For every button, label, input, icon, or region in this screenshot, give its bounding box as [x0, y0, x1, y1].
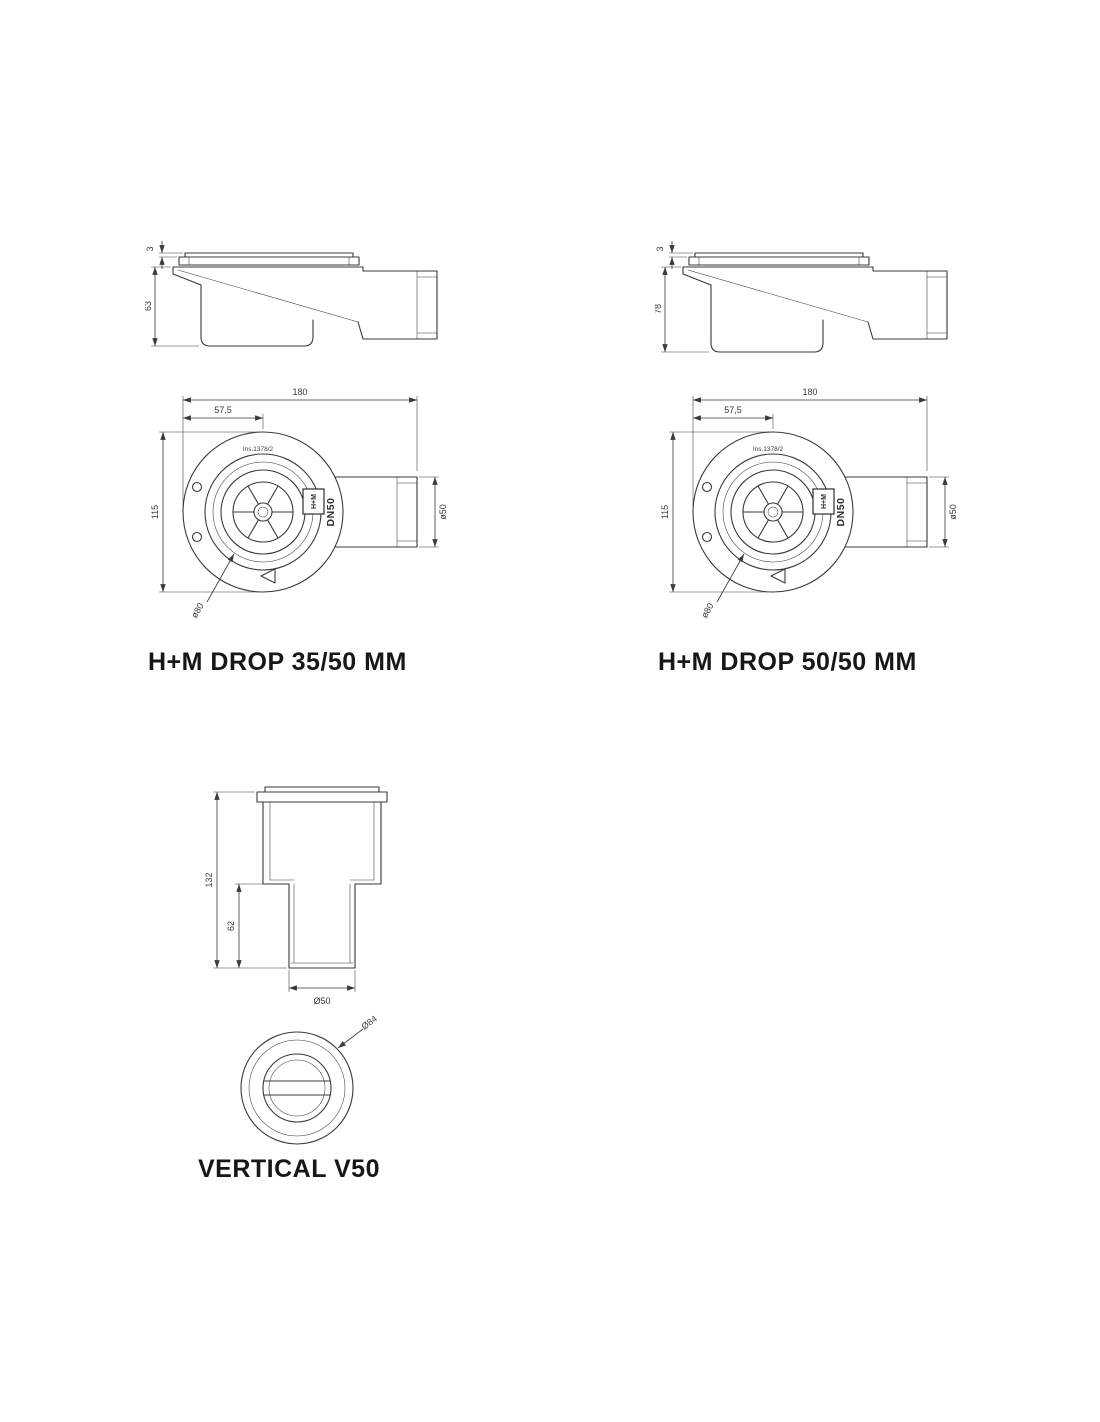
spec-dn-label: DN50 — [835, 498, 847, 527]
side-dimensions: 132 62 Ø50 — [204, 791, 356, 1006]
dim-drain-offset: 57,5 — [724, 405, 742, 415]
product-title: VERTICAL V50 — [198, 1155, 380, 1183]
dim-outlet-diameter: ø50 — [948, 504, 958, 520]
drop-50-50-side-view-drawing: 3 78 — [655, 241, 948, 353]
dim-overall-width: 180 — [802, 387, 817, 397]
dim-flange-thickness: 3 — [655, 246, 665, 251]
drop-50-50-top-view-drawing: 180 57,5 115 ø50 ø80 Ins.1378/2 H+M DN50 — [660, 387, 958, 620]
cast-inscription: Ins.1378/2 — [243, 446, 274, 453]
drain-top-profile — [692, 431, 928, 593]
material-triangle-symbol — [260, 568, 276, 584]
dim-body-height: 115 — [660, 505, 670, 519]
vertical-drain-profile — [256, 786, 388, 969]
top-dimensions: 180 57,5 115 ø50 ø80 — [660, 387, 958, 620]
dim-body-height: 115 — [150, 505, 160, 519]
screw-hole — [701, 531, 713, 543]
top-dimensions: 180 57,5 115 ø50 ø80 — [150, 387, 448, 620]
drain-side-profile — [172, 252, 438, 347]
dim-drain-offset: 57,5 — [214, 405, 232, 415]
drain-side-profile — [682, 252, 948, 353]
screw-hole — [191, 531, 203, 543]
grate-spokes — [232, 485, 294, 539]
dim-flange-diameter: ø80 — [699, 601, 715, 619]
vertical-drain-top-profile — [240, 1031, 354, 1145]
screw-hole — [701, 481, 713, 493]
dim-body-height: 63 — [145, 301, 153, 311]
dim-pipe-diameter: Ø50 — [313, 996, 330, 1006]
dim-pipe-length: 62 — [226, 921, 236, 931]
dim-flange-diameter: Ø84 — [359, 1013, 379, 1031]
grate-spokes — [742, 485, 804, 539]
material-triangle-symbol — [770, 568, 786, 584]
vertical-v50-side-view-drawing: 132 62 Ø50 — [204, 786, 388, 1006]
cast-markings: Ins.1378/2 H+M DN50 — [753, 446, 847, 526]
drop-35-50-top-view-drawing: 180 57,5 115 ø50 ø80 Ins.1378/2 H+M DN50 — [150, 387, 448, 620]
side-dimensions: 3 78 — [655, 241, 709, 353]
dim-total-height: 132 — [204, 872, 214, 887]
product-title: H+M DROP 35/50 MM — [148, 648, 407, 676]
dim-body-height: 78 — [655, 304, 663, 314]
plug-slot — [263, 1080, 331, 1096]
brand-logo-text: H+M — [821, 494, 828, 509]
dim-flange-thickness: 3 — [145, 246, 155, 251]
dim-outlet-diameter: ø50 — [438, 504, 448, 520]
dim-overall-width: 180 — [292, 387, 307, 397]
cast-inscription: Ins.1378/2 — [753, 446, 784, 453]
brand-logo-box — [302, 488, 325, 515]
brand-logo-text: H+M — [311, 494, 318, 509]
spec-dn-label: DN50 — [325, 498, 337, 527]
screw-hole — [191, 481, 203, 493]
side-dimensions: 3 63 — [145, 241, 199, 347]
drain-top-profile — [182, 431, 418, 593]
vertical-v50-top-view-drawing: Ø84 — [240, 1013, 379, 1145]
cast-markings: Ins.1378/2 H+M DN50 — [243, 446, 337, 526]
product-title: H+M DROP 50/50 MM — [658, 648, 917, 676]
brand-logo-box — [812, 488, 835, 515]
drop-35-50-side-view-drawing: 3 63 — [145, 241, 438, 347]
dim-flange-diameter: ø80 — [189, 601, 205, 619]
top-dimensions: Ø84 — [337, 1013, 379, 1049]
